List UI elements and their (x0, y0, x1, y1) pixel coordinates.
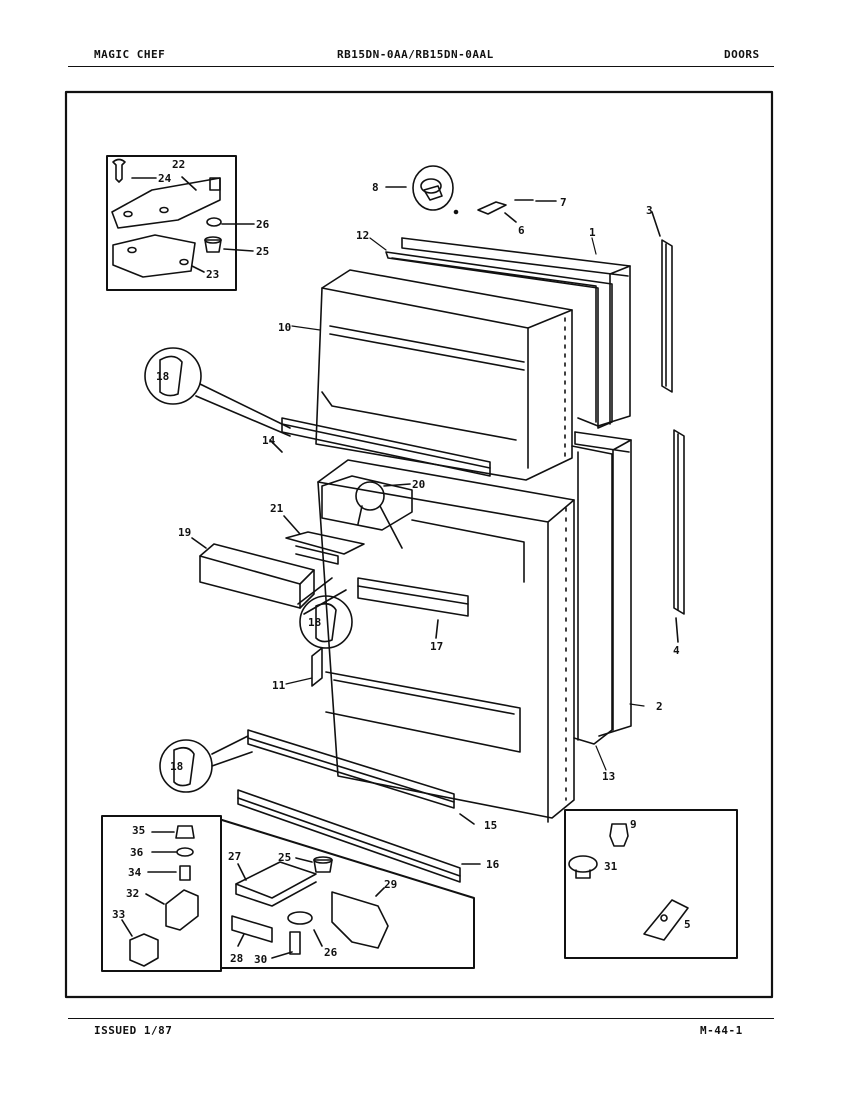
callout-13: 13 (602, 770, 615, 783)
part-6-7-clips (477, 199, 557, 223)
part-26-washer (206, 217, 222, 227)
callout-3: 3 (646, 204, 653, 217)
callout-10: 10 (278, 321, 291, 334)
callout-18-bottom: 18 (170, 760, 183, 773)
callout-28: 28 (230, 952, 243, 965)
callout-29: 29 (384, 878, 397, 891)
callout-6: 6 (518, 224, 525, 237)
inset-bottom-right (564, 809, 738, 959)
part-9-plug (609, 823, 629, 847)
detail-18-top (144, 347, 291, 437)
callout-14: 14 (262, 434, 276, 447)
callout-15: 15 (484, 819, 497, 832)
part-20-shelf (321, 475, 413, 549)
part-22-hinge (111, 177, 221, 229)
callout-2: 2 (656, 700, 663, 713)
callout-34: 34 (128, 866, 142, 879)
leader-lines (285, 237, 645, 771)
callout-25: 25 (256, 245, 269, 258)
freezer-door (315, 237, 631, 481)
callout-labels: 1 2 3 4 5 6 7 8 9 10 11 12 13 14 15 16 1… (112, 158, 691, 966)
part-8-cap (385, 165, 459, 215)
callout-7: 7 (560, 196, 567, 209)
part-17-shelf-bar (357, 577, 469, 639)
callout-26-lower: 26 (324, 946, 338, 959)
part-33-bracket (129, 933, 159, 967)
part-4-strip (673, 429, 685, 643)
callout-20: 20 (412, 478, 425, 491)
part-11-liner (317, 459, 575, 819)
footer-rule (68, 1018, 774, 1019)
part-32-bracket (165, 889, 199, 931)
header-model: RB15DN-0AA/RB15DN-0AAL (337, 48, 494, 61)
fresh-food-door (311, 431, 632, 823)
callout-33: 33 (112, 908, 125, 921)
callout-30: 30 (254, 953, 267, 966)
part-13-gasket (571, 445, 613, 745)
part-31-plug (568, 855, 598, 873)
inset-bottom-hinge (101, 815, 222, 972)
part-25-bushing (204, 239, 222, 253)
part-21-retainer (283, 515, 365, 565)
callout-5: 5 (684, 918, 691, 931)
part-1-outer-door (401, 237, 631, 427)
callout-19: 19 (178, 526, 191, 539)
part-5-bracket (643, 899, 689, 941)
header-section: DOORS (724, 48, 760, 61)
part-29-bracket (331, 891, 389, 949)
part-15-trim-bar (247, 729, 475, 825)
callout-22: 22 (172, 158, 185, 171)
callout-1: 1 (589, 226, 596, 239)
part-25-bushing-lower (313, 859, 333, 873)
callout-4: 4 (673, 644, 680, 657)
part-24-screw (112, 158, 126, 183)
part-2-outer-door (574, 431, 632, 737)
part-19-bin (191, 537, 315, 609)
part-34-pin (179, 865, 191, 881)
callout-18-top: 18 (156, 370, 169, 383)
footer-issued: ISSUED 1/87 (94, 1024, 173, 1037)
part-14-trim-bar (269, 417, 491, 477)
callout-25-lower: 25 (278, 851, 291, 864)
part-35-cap (175, 825, 195, 839)
inset-top-hinge (106, 155, 255, 291)
callout-27: 27 (228, 850, 241, 863)
callout-24: 24 (158, 172, 172, 185)
callout-8: 8 (372, 181, 379, 194)
detail-18-middle (297, 577, 353, 649)
part-12-gasket (385, 251, 613, 429)
part-16-trim-bar (237, 789, 481, 883)
footer-code: M-44-1 (700, 1024, 743, 1037)
header-rule (68, 66, 774, 67)
callout-23: 23 (206, 268, 219, 281)
callout-9: 9 (630, 818, 637, 831)
part-30-pin (289, 931, 301, 955)
detail-18-bottom (159, 735, 253, 793)
callout-26: 26 (256, 218, 270, 231)
callout-12: 12 (356, 229, 369, 242)
callout-31: 31 (604, 860, 618, 873)
callout-35: 35 (132, 824, 145, 837)
part-6-clip (477, 201, 507, 215)
header-brand: MAGIC CHEF (94, 48, 166, 61)
callout-21: 21 (270, 502, 284, 515)
callout-32: 32 (126, 887, 139, 900)
inset-bottom-center (221, 819, 475, 969)
callout-11: 11 (272, 679, 286, 692)
diagram-frame (64, 90, 774, 999)
callout-17: 17 (430, 640, 443, 653)
part-27-hinge (235, 861, 317, 899)
part-10-liner (315, 269, 573, 481)
callout-36: 36 (130, 846, 144, 859)
callout-16: 16 (486, 858, 500, 871)
callout-18-middle: 18 (308, 616, 321, 629)
part-23-plate (112, 234, 196, 278)
part-3-strip (651, 211, 673, 393)
part-28-plate (231, 915, 273, 943)
part-36-washer (176, 847, 194, 857)
part-26-washer-lower (287, 911, 313, 925)
